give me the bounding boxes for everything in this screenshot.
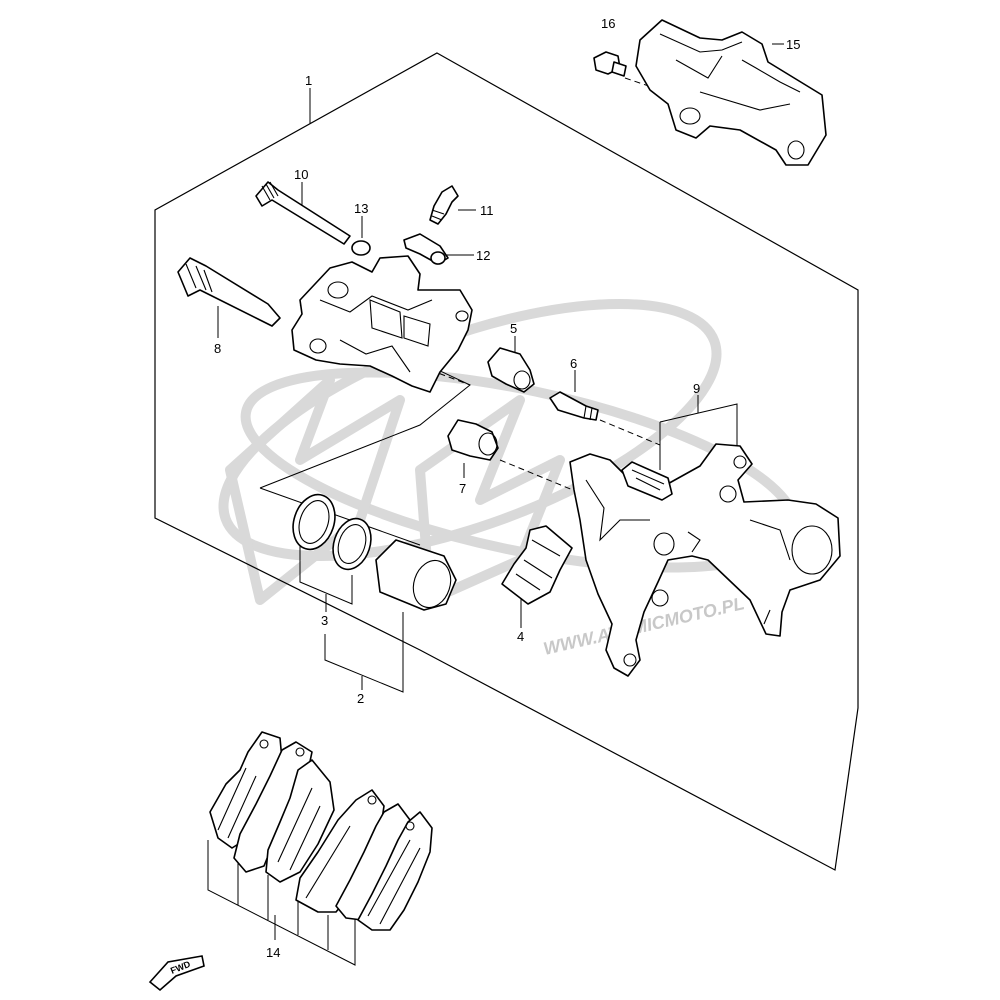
part-13-o-ring bbox=[351, 240, 371, 256]
caliper-body bbox=[291, 255, 473, 393]
callout-labels: 1 2 3 4 5 6 7 8 9 10 11 12 13 14 15 16 bbox=[214, 16, 800, 960]
part-11-bleeder-screw bbox=[429, 185, 459, 225]
part-3-seals bbox=[292, 493, 372, 571]
callout-15: 15 bbox=[786, 37, 800, 52]
assembly-frame bbox=[154, 52, 859, 871]
part-7-boot bbox=[447, 419, 499, 461]
callout-16: 16 bbox=[601, 16, 615, 31]
part-8-slide-pin bbox=[177, 257, 281, 327]
bracket-pad-clip bbox=[621, 461, 673, 501]
part-10-slide-pin bbox=[255, 181, 351, 245]
part-12-bleeder-cap bbox=[403, 233, 449, 265]
part-16-bolt bbox=[593, 51, 627, 77]
callout-6: 6 bbox=[570, 356, 577, 371]
callout-2: 2 bbox=[357, 691, 364, 706]
callout-7: 7 bbox=[459, 481, 466, 496]
part-5-boot bbox=[487, 347, 535, 393]
callout-13: 13 bbox=[354, 201, 368, 216]
part-9-caliper-bracket bbox=[569, 443, 841, 677]
callout-3: 3 bbox=[321, 613, 328, 628]
callout-10: 10 bbox=[294, 167, 308, 182]
part-4-pad-spring bbox=[501, 525, 573, 605]
callout-12: 12 bbox=[476, 248, 490, 263]
callout-4: 4 bbox=[517, 629, 524, 644]
part-14-brake-pads bbox=[209, 731, 433, 931]
callout-9: 9 bbox=[693, 381, 700, 396]
callout-11: 11 bbox=[480, 203, 494, 218]
forward-direction-badge: FWD bbox=[148, 955, 205, 992]
callout-14: 14 bbox=[266, 945, 280, 960]
callout-5: 5 bbox=[510, 321, 517, 336]
part-15-mounting-bracket bbox=[635, 19, 827, 166]
part-2-piston bbox=[375, 539, 457, 611]
part-6-pin-bolt bbox=[549, 391, 599, 421]
callout-8: 8 bbox=[214, 341, 221, 356]
callout-1: 1 bbox=[305, 73, 312, 88]
